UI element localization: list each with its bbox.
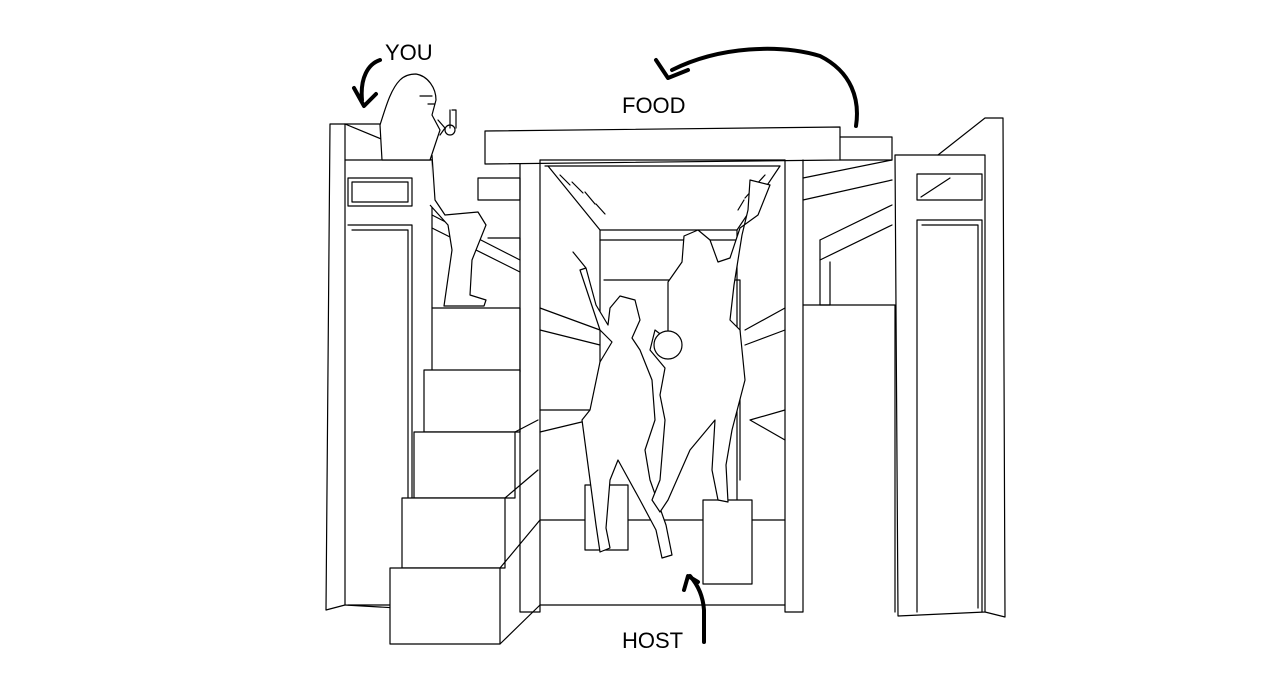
annotation-arrows (352, 46, 859, 644)
you-label: YOU (385, 40, 433, 65)
boy-figure-right (649, 179, 771, 513)
host-arrow-icon (682, 574, 706, 644)
boy-figure-left (572, 251, 673, 559)
food-arrow-icon (654, 46, 859, 128)
girl-eating-figure (379, 73, 487, 307)
you-arrow-icon (352, 58, 382, 108)
right-bunk-structure (802, 117, 1006, 618)
food-label: FOOD (622, 93, 686, 118)
host-label: HOST (622, 628, 684, 653)
